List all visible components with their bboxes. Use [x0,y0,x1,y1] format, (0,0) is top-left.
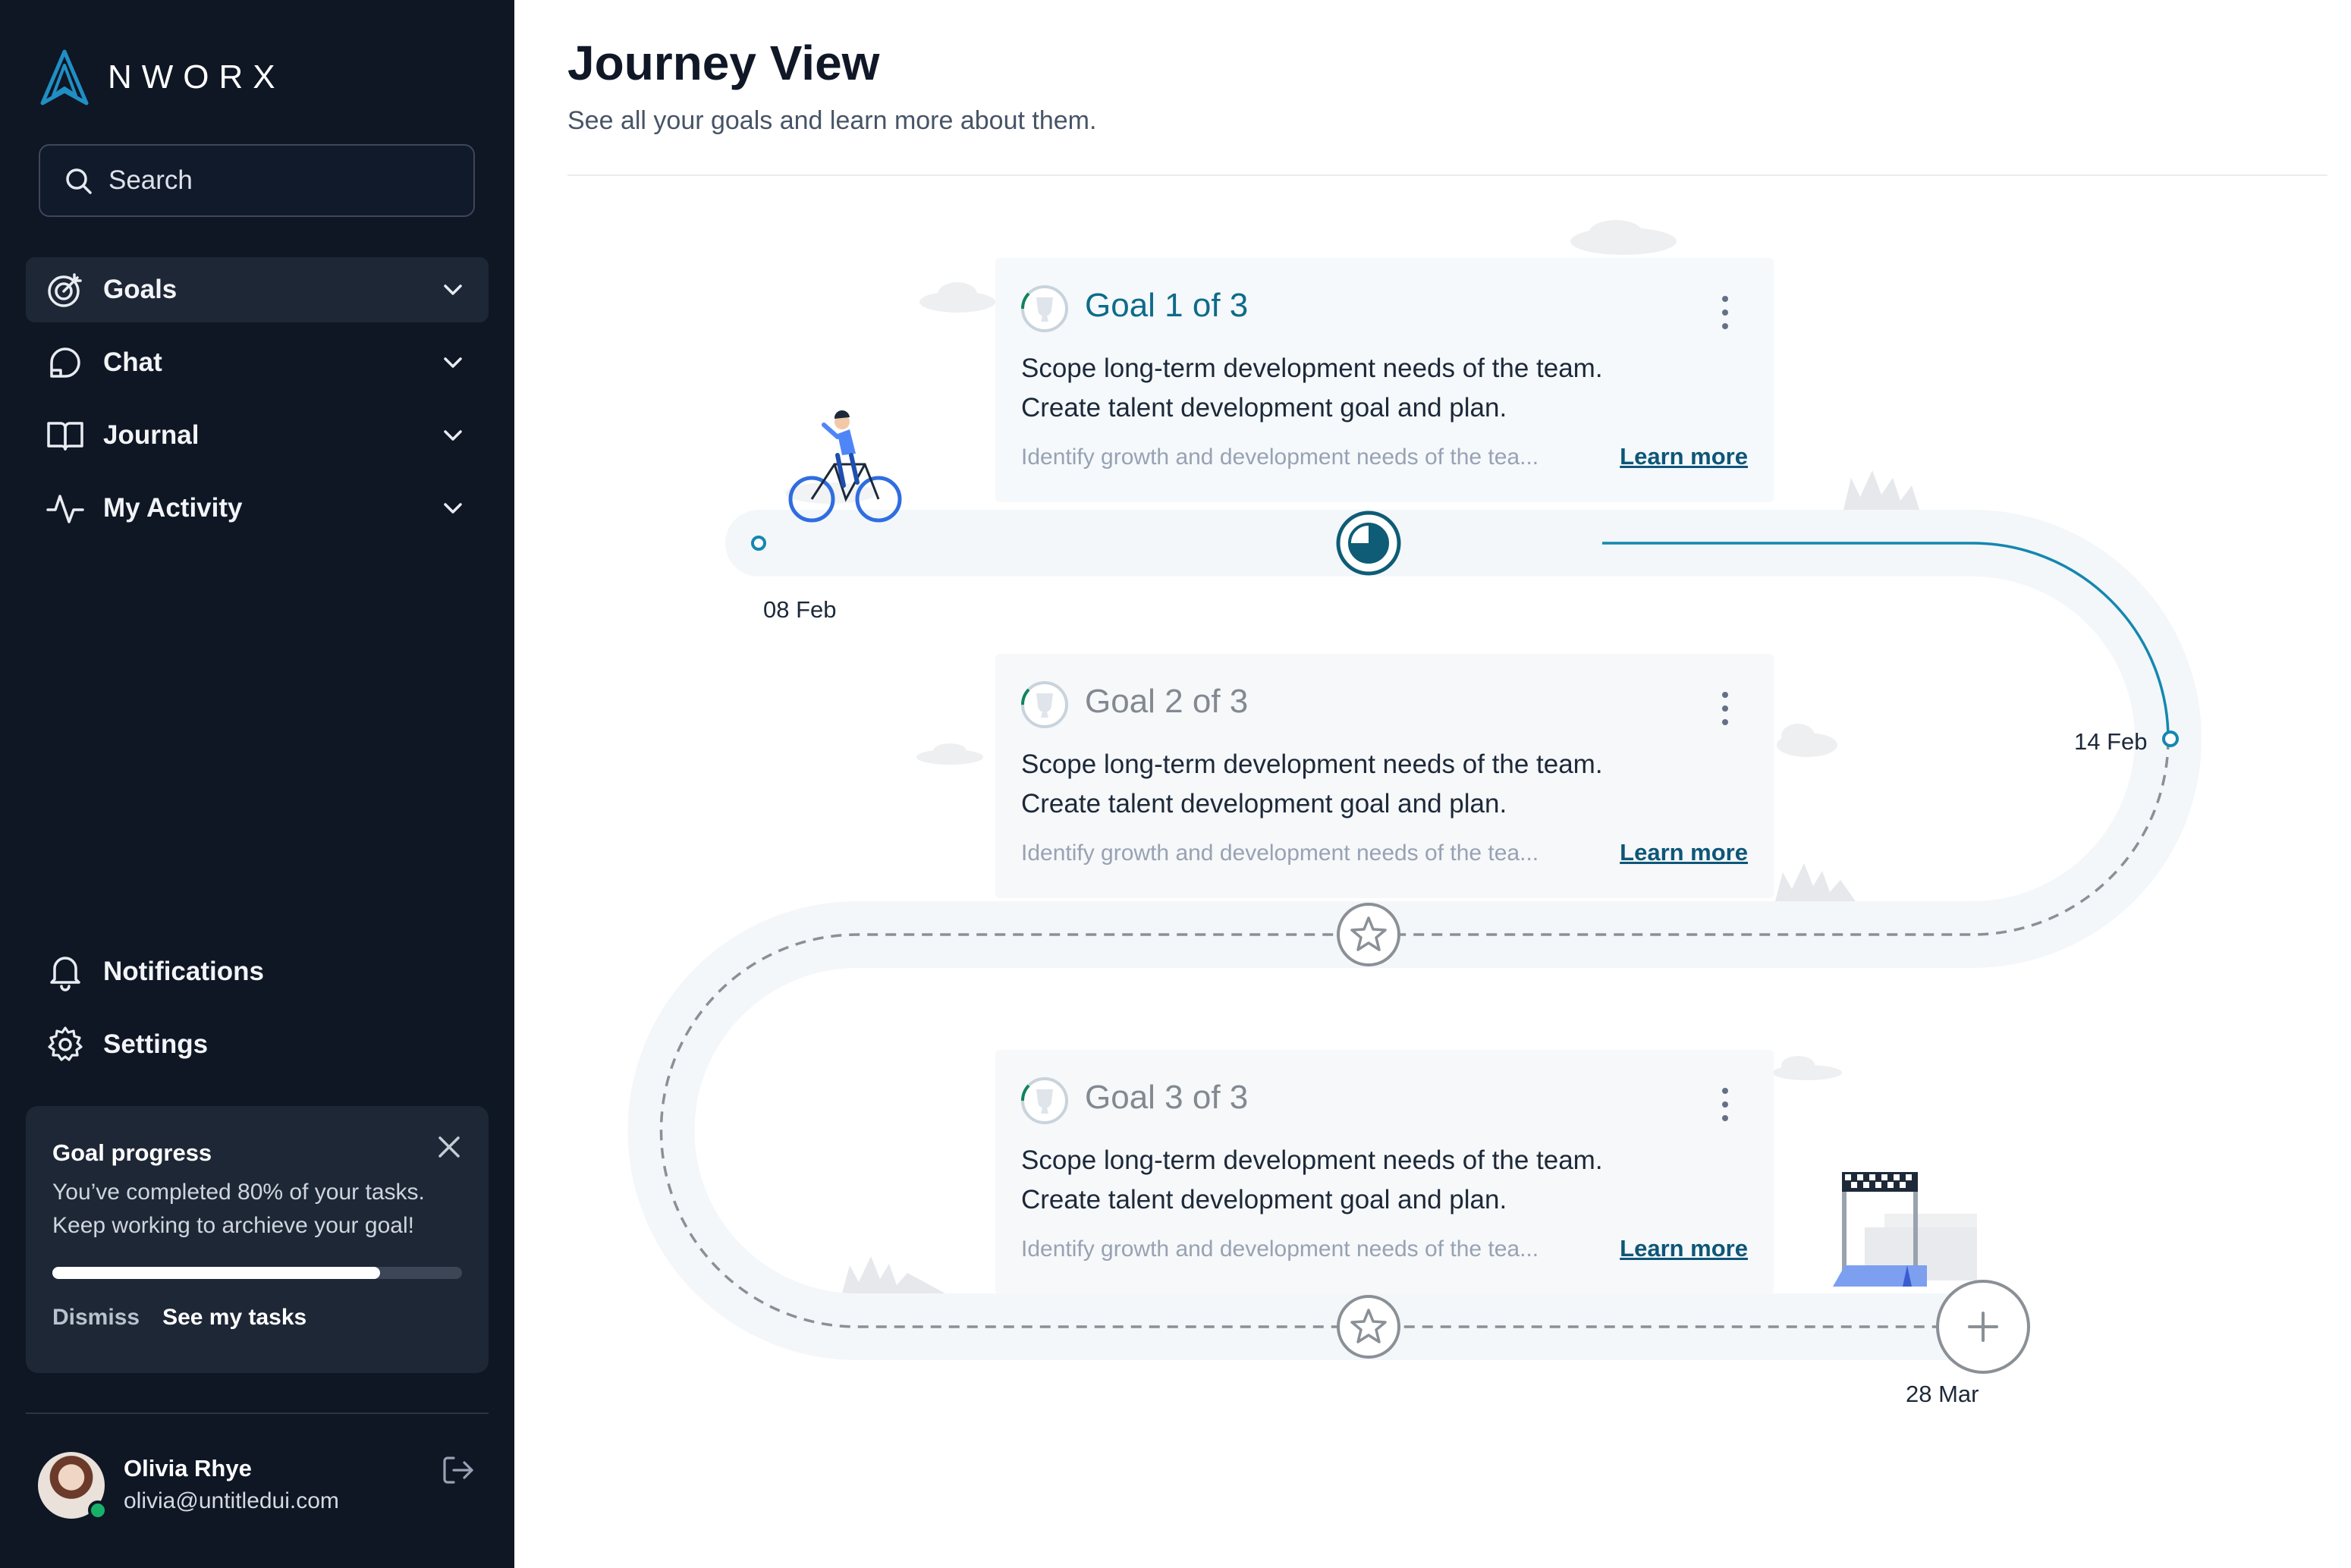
goal-card-1[interactable]: Goal 1 of 3 Scope long-term development … [995,258,1774,502]
nav-item-notifications[interactable]: Notifications [26,939,489,1004]
logout-icon[interactable] [440,1452,476,1488]
dismiss-button[interactable]: Dismiss [52,1305,140,1330]
cloud-decoration [916,220,1842,1080]
gear-icon [48,1026,83,1061]
learn-more-link[interactable]: Learn more [1620,1235,1748,1262]
goal-summary: Identify growth and development needs of… [1021,841,1539,866]
chevron-down-icon[interactable] [440,350,466,376]
nav-label-goals: Goals [103,275,178,304]
more-vertical-icon[interactable] [1721,1086,1730,1123]
goal-description: Scope long-term development needs of the… [1021,349,1603,428]
goal-card-2[interactable]: Goal 2 of 3 Scope long-term development … [995,654,1774,898]
nav-label-notifications: Notifications [103,957,264,986]
goal-progress-bar-fill [52,1267,380,1279]
sidebar: NWORX Search Goals Chat [0,0,514,1568]
nworx-logo-icon [40,49,89,105]
goal-title: Goal 2 of 3 [1085,683,1249,720]
user-email: olivia@untitledui.com [124,1488,339,1513]
brand-name: NWORX [108,58,285,96]
trophy-icon [1021,1077,1068,1124]
pie-progress-icon[interactable] [1336,511,1401,576]
brand-logo[interactable]: NWORX [39,49,285,106]
more-vertical-icon[interactable] [1721,690,1730,727]
nav-item-my-activity[interactable]: My Activity [26,476,489,541]
sidebar-divider [26,1412,489,1414]
goal-progress-actions: Dismiss See my tasks [52,1305,306,1331]
goal-progress-title: Goal progress [52,1139,212,1166]
goal-card-3[interactable]: Goal 3 of 3 Scope long-term development … [995,1050,1774,1294]
goal-description-line-2: Create talent development goal and plan. [1021,789,1507,819]
cyclist-illustration [785,410,902,523]
chevron-down-icon[interactable] [440,277,466,303]
goal-description-line-2: Create talent development goal and plan. [1021,393,1507,423]
more-vertical-icon[interactable] [1721,294,1730,331]
goal-description-line-1: Scope long-term development needs of the… [1021,749,1603,779]
goal-description-line-2: Create talent development goal and plan. [1021,1185,1507,1214]
chevron-down-icon[interactable] [440,423,466,448]
goal-progress-line-2: Keep working to archieve your goal! [52,1213,414,1238]
star-icon[interactable] [1337,1295,1400,1359]
user-name: Olivia Rhye [124,1455,252,1482]
mid-date-label: 14 Feb [2074,728,2148,755]
mid-marker [2162,731,2179,747]
nav-item-goals[interactable]: Goals [26,257,489,322]
avatar[interactable] [38,1452,108,1520]
activity-icon [46,495,84,523]
finish-line-illustration [1833,1172,1977,1287]
close-icon[interactable] [435,1133,463,1161]
nav-label-settings: Settings [103,1029,209,1059]
goal-summary: Identify growth and development needs of… [1021,1236,1539,1262]
start-marker [751,536,766,551]
learn-more-link[interactable]: Learn more [1620,443,1748,470]
goal-title: Goal 3 of 3 [1085,1079,1249,1116]
goal-description-line-1: Scope long-term development needs of the… [1021,354,1603,383]
search-icon [66,168,92,194]
header-divider [567,174,2327,176]
chevron-down-icon[interactable] [440,495,466,521]
end-date-label: 28 Mar [1906,1381,1979,1407]
see-my-tasks-button[interactable]: See my tasks [162,1305,307,1330]
goal-description-line-1: Scope long-term development needs of the… [1021,1145,1603,1175]
learn-more-link[interactable]: Learn more [1620,839,1748,866]
goal-progress-message: You’ve completed 80% of your tasks. Keep… [52,1176,466,1243]
goal-description: Scope long-term development needs of the… [1021,1141,1603,1220]
search-placeholder: Search [108,165,193,195]
start-date-label: 08 Feb [763,596,837,623]
goal-progress-bar [52,1267,462,1279]
add-goal-button[interactable] [1936,1280,2030,1374]
goal-progress-line-1: You’ve completed 80% of your tasks. [52,1180,425,1205]
nav-item-journal[interactable]: Journal [26,403,489,468]
chat-icon [50,347,80,378]
star-icon[interactable] [1337,903,1400,966]
goal-description: Scope long-term development needs of the… [1021,745,1603,824]
trophy-icon [1021,285,1068,332]
search-input[interactable]: Search [39,144,475,217]
book-icon [47,422,83,451]
nav-label-my-activity: My Activity [103,493,243,523]
nav-label-journal: Journal [103,420,200,450]
online-status-dot [88,1500,108,1520]
nav-label-chat: Chat [103,347,162,377]
goal-title: Goal 1 of 3 [1085,287,1249,324]
nav-item-settings[interactable]: Settings [26,1012,489,1077]
page-subtitle: See all your goals and learn more about … [567,106,1097,135]
page-title: Journey View [567,36,880,90]
goal-progress-card: Goal progress You’ve completed 80% of yo… [26,1106,489,1373]
nav-item-chat[interactable]: Chat [26,330,489,395]
bell-icon [50,957,80,991]
goal-summary: Identify growth and development needs of… [1021,445,1539,470]
bush-decoration [842,470,1919,1293]
target-icon [48,273,82,307]
trophy-icon [1021,681,1068,728]
